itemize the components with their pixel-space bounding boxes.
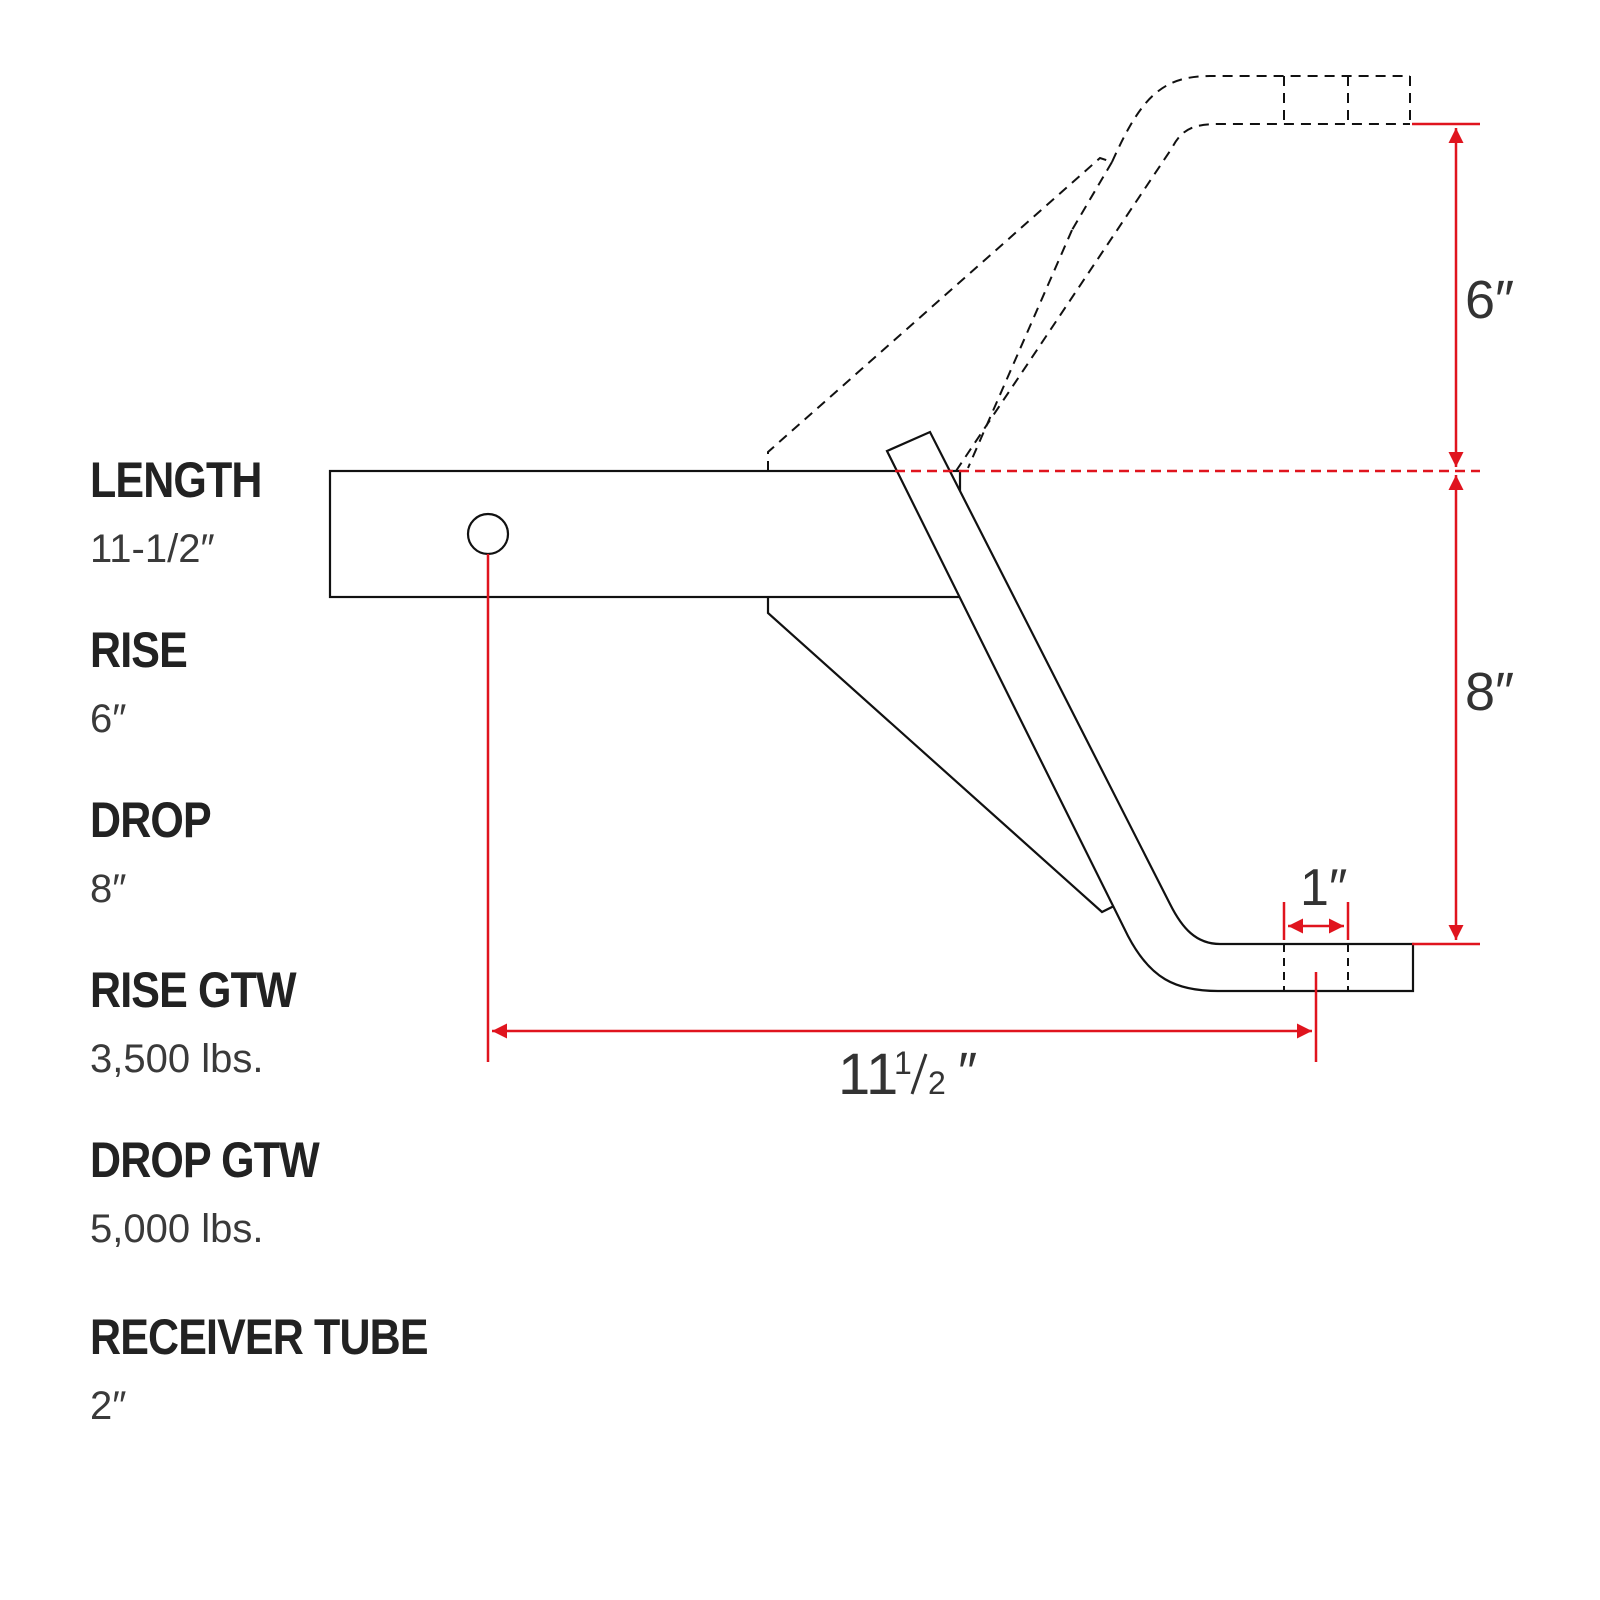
drop-shank <box>885 430 1415 993</box>
spec-receiver-tube: RECEIVER TUBE 2″ <box>90 1312 483 1426</box>
length-fraction-slash <box>910 1053 928 1095</box>
spec-label: RECEIVER TUBE <box>90 1309 429 1365</box>
rise-shank-top-edge <box>1111 75 1410 163</box>
drop-dimension-label: 8″ <box>1465 662 1514 722</box>
rise-shank-lower <box>967 229 1073 469</box>
ball-hole-dashes <box>1283 944 1349 991</box>
spec-list: LENGTH 11-1/2″ RISE 6″ DROP 8″ RISE GTW … <box>90 0 510 1600</box>
length-whole: 11 <box>838 1042 898 1107</box>
ball-platform-dimension-label: 1″ <box>1300 859 1347 917</box>
rise-dimension-label: 6″ <box>1465 270 1514 330</box>
spec-value: 11-1/2″ <box>90 527 215 571</box>
spec-drop-gtw: DROP GTW 5,000 lbs. <box>90 1135 356 1249</box>
spec-label: RISE GTW <box>90 962 297 1018</box>
spec-rise: RISE 6″ <box>90 625 203 739</box>
spec-label: DROP <box>90 792 212 848</box>
spec-drop: DROP 8″ <box>90 795 230 909</box>
spec-label: LENGTH <box>90 452 262 508</box>
receiver-shank-bar <box>328 469 962 599</box>
spec-value: 6″ <box>90 697 127 741</box>
spec-value: 8″ <box>90 867 127 911</box>
rise-shank-connector <box>1071 161 1113 231</box>
drop-position-hitch <box>328 430 1415 993</box>
spec-label: RISE <box>90 622 188 678</box>
length-unit: ″ <box>958 1042 977 1102</box>
spec-rise-gtw: RISE GTW 3,500 lbs. <box>90 965 329 1079</box>
length-fraction-denominator: 2 <box>928 1065 946 1101</box>
spec-value: 2″ <box>90 1384 127 1428</box>
dimension-lines <box>486 122 1480 1062</box>
length-dimension-label: 11 1 2 ″ <box>838 1042 977 1107</box>
rise-gusset-outline <box>767 156 1113 471</box>
spec-value: 5,000 lbs. <box>90 1207 264 1251</box>
rise-shank-inner-edge <box>955 123 1410 472</box>
support-gusset <box>766 597 1119 914</box>
spec-length: LENGTH 11-1/2″ <box>90 455 290 569</box>
spec-value: 3,500 lbs. <box>90 1037 264 1081</box>
rise-position-outline <box>767 75 1411 472</box>
length-fraction-numerator: 1 <box>894 1045 912 1081</box>
spec-label: DROP GTW <box>90 1132 320 1188</box>
